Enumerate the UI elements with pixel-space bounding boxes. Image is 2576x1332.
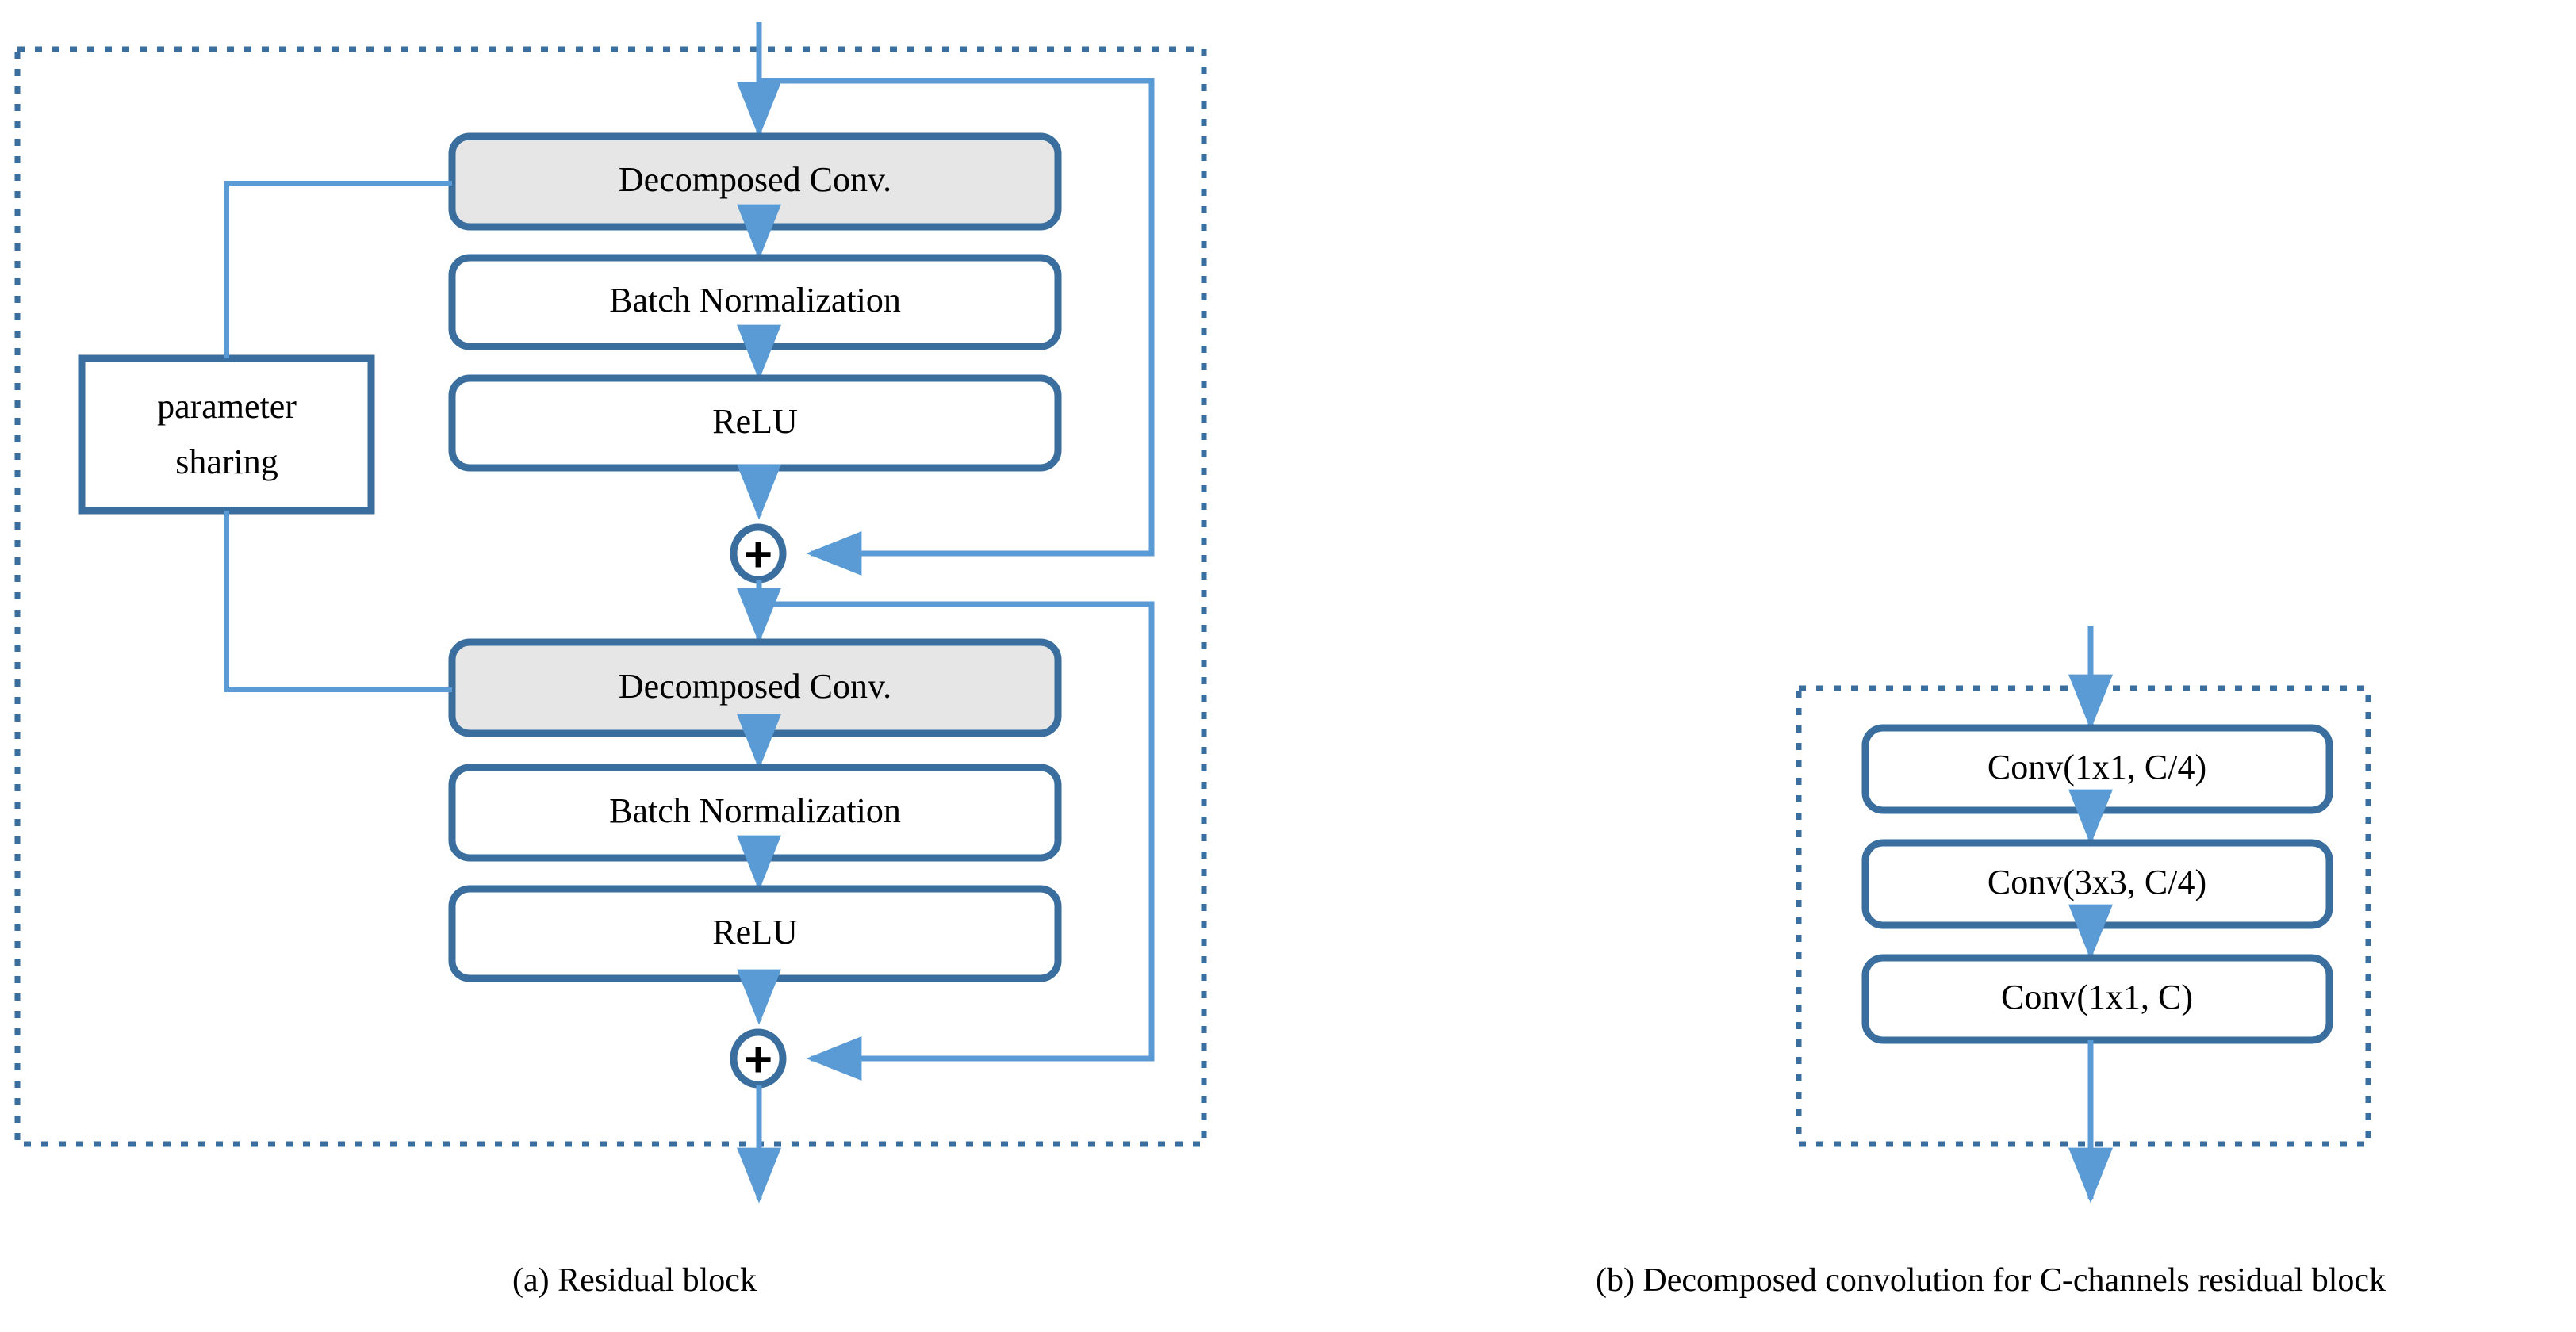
parameter-sharing-line-2: sharing: [175, 442, 278, 481]
panel-a-dotted-container: [14, 46, 1207, 1147]
block-decomposed-conv-1-label: Decomposed Conv.: [619, 160, 891, 199]
skip-connection-2: [759, 601, 1155, 1081]
add-node-1-label: +: [744, 528, 772, 583]
block-conv-3x3-c4-label: Conv(3x3, C/4): [1988, 863, 2206, 901]
block-conv-1x1-c-label: Conv(1x1, C): [2001, 978, 2193, 1016]
block-conv-1x1-c[interactable]: [1861, 954, 2333, 1044]
caption-panel-a: (a) Residual block: [512, 1262, 757, 1299]
add-node-2-label: +: [744, 1033, 772, 1088]
block-decomposed-conv-2-label: Decomposed Conv.: [619, 667, 891, 706]
caption-panel-b: (b) Decomposed convolution for C-channel…: [1596, 1262, 2386, 1299]
parameter-sharing-box[interactable]: [78, 354, 375, 515]
block-relu-1-label: ReLU: [712, 402, 798, 441]
block-conv-1x1-c4-label: Conv(1x1, C/4): [1988, 748, 2206, 787]
parameter-sharing-link-top: [224, 181, 452, 358]
block-relu-2-label: ReLU: [712, 913, 798, 951]
parameter-sharing-link-bottom: [224, 511, 452, 692]
block-batch-norm-1-label: Batch Normalization: [609, 281, 901, 320]
block-batch-norm-2-label: Batch Normalization: [609, 791, 901, 830]
parameter-sharing-line-1: parameter: [157, 387, 297, 426]
skip-connection-1: [759, 78, 1155, 576]
